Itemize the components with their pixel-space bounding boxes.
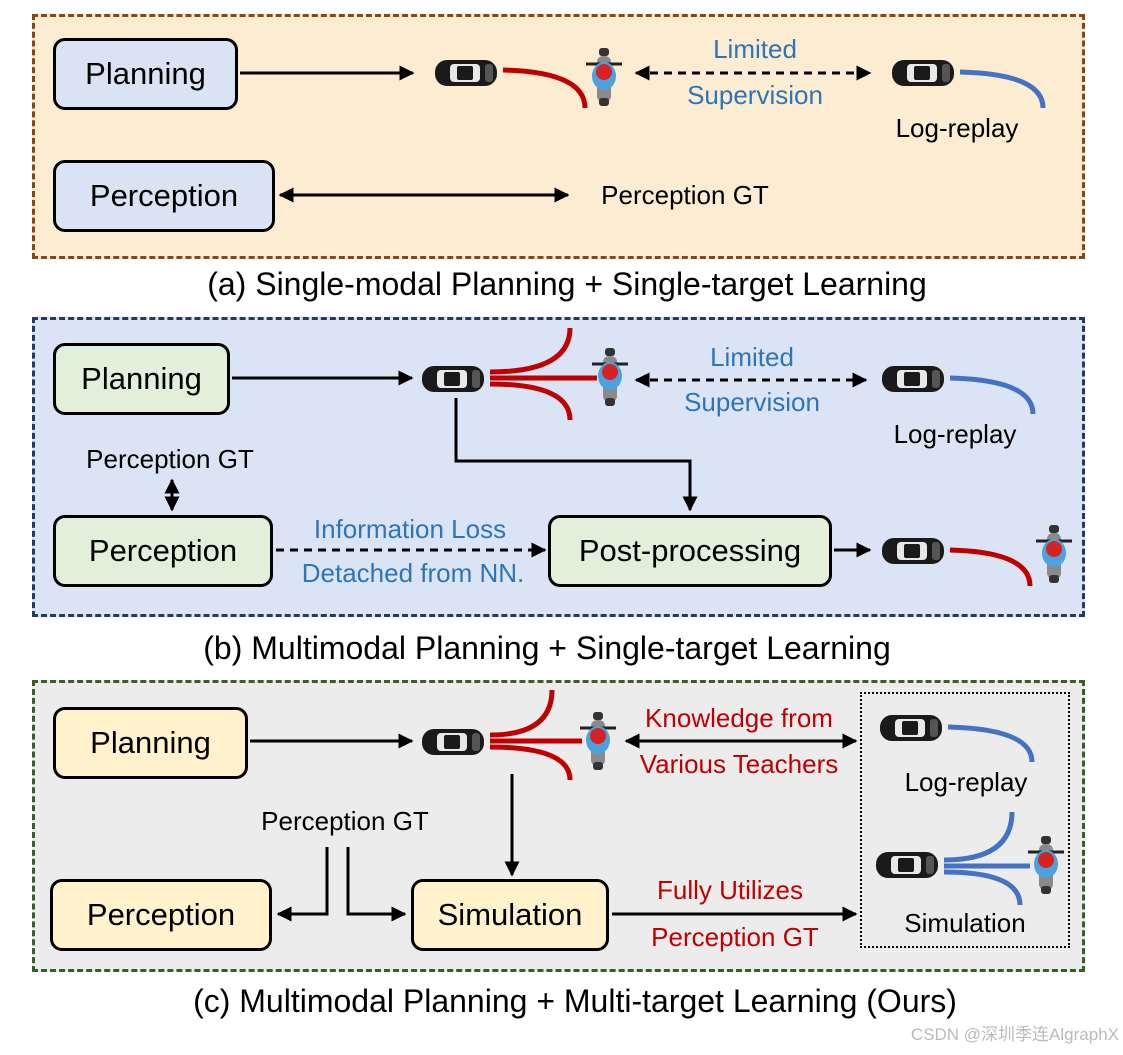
perception-gt-label-b: Perception GT — [86, 444, 254, 474]
caption-a: (a) Single-modal Planning + Single-targe… — [207, 266, 927, 302]
perception-gt-label-c: Perception GT — [261, 806, 429, 836]
caption-b: (b) Multimodal Planning + Single-target … — [203, 630, 891, 666]
supervision-label-a: Supervision — [687, 80, 823, 110]
motorcycle-rider-icon — [578, 710, 618, 772]
perception-gt-label-a: Perception GT — [601, 180, 769, 210]
planning-box-a: Planning — [53, 38, 238, 110]
planning-box-c: Planning — [53, 707, 248, 779]
car-icon — [876, 852, 938, 878]
planned-trajectory — [502, 67, 588, 109]
planning-box-b: Planning — [53, 343, 230, 415]
car-icon — [880, 715, 942, 741]
motorcycle-rider-icon — [590, 346, 630, 408]
fully-utilizes-label: Fully Utilizes — [657, 875, 803, 905]
simulation-box: Simulation — [411, 879, 609, 951]
motorcycle-rider-icon — [1034, 523, 1074, 585]
perception-box-b: Perception — [53, 515, 273, 587]
supervision-label-b: Supervision — [684, 387, 820, 417]
perception-box-c: Perception — [50, 879, 272, 951]
perception-box-a: Perception — [53, 160, 275, 232]
knowledge-label: Knowledge from — [645, 703, 833, 733]
detached-label: Detached from NN. — [301, 558, 525, 588]
postprocessing-box: Post-processing — [548, 515, 832, 587]
multimodal-trajectories — [489, 689, 582, 781]
log-trajectory — [959, 69, 1046, 109]
info-loss-label: Information Loss — [313, 514, 507, 544]
selected-trajectory — [949, 547, 1033, 587]
car-icon — [882, 538, 944, 564]
car-icon — [435, 60, 497, 86]
car-icon — [882, 366, 944, 392]
multimodal-trajectories — [489, 327, 597, 421]
car-icon — [892, 60, 954, 86]
log-trajectory — [949, 375, 1036, 415]
limited-label-a: Limited — [713, 34, 797, 64]
log-replay-label-a: Log-replay — [895, 113, 1019, 143]
limited-label-b: Limited — [710, 342, 794, 372]
caption-c: (c) Multimodal Planning + Multi-target L… — [193, 983, 957, 1019]
car-icon — [422, 366, 484, 392]
teachers-label: Various Teachers — [639, 749, 839, 779]
log-replay-label-b: Log-replay — [893, 419, 1017, 449]
motorcycle-rider-icon — [1026, 834, 1066, 896]
simulation-label: Simulation — [904, 908, 1026, 938]
car-icon — [422, 729, 484, 755]
simulated-trajectories — [943, 811, 1030, 906]
teacher-frame — [860, 692, 1070, 948]
motorcycle-rider-icon — [584, 46, 624, 108]
log-replay-label-c: Log-replay — [904, 767, 1028, 797]
watermark: CSDN @深圳季连AlgraphX — [910, 1025, 1119, 1044]
perception-gt-red-label: Perception GT — [651, 922, 819, 952]
log-trajectory — [947, 724, 1035, 763]
